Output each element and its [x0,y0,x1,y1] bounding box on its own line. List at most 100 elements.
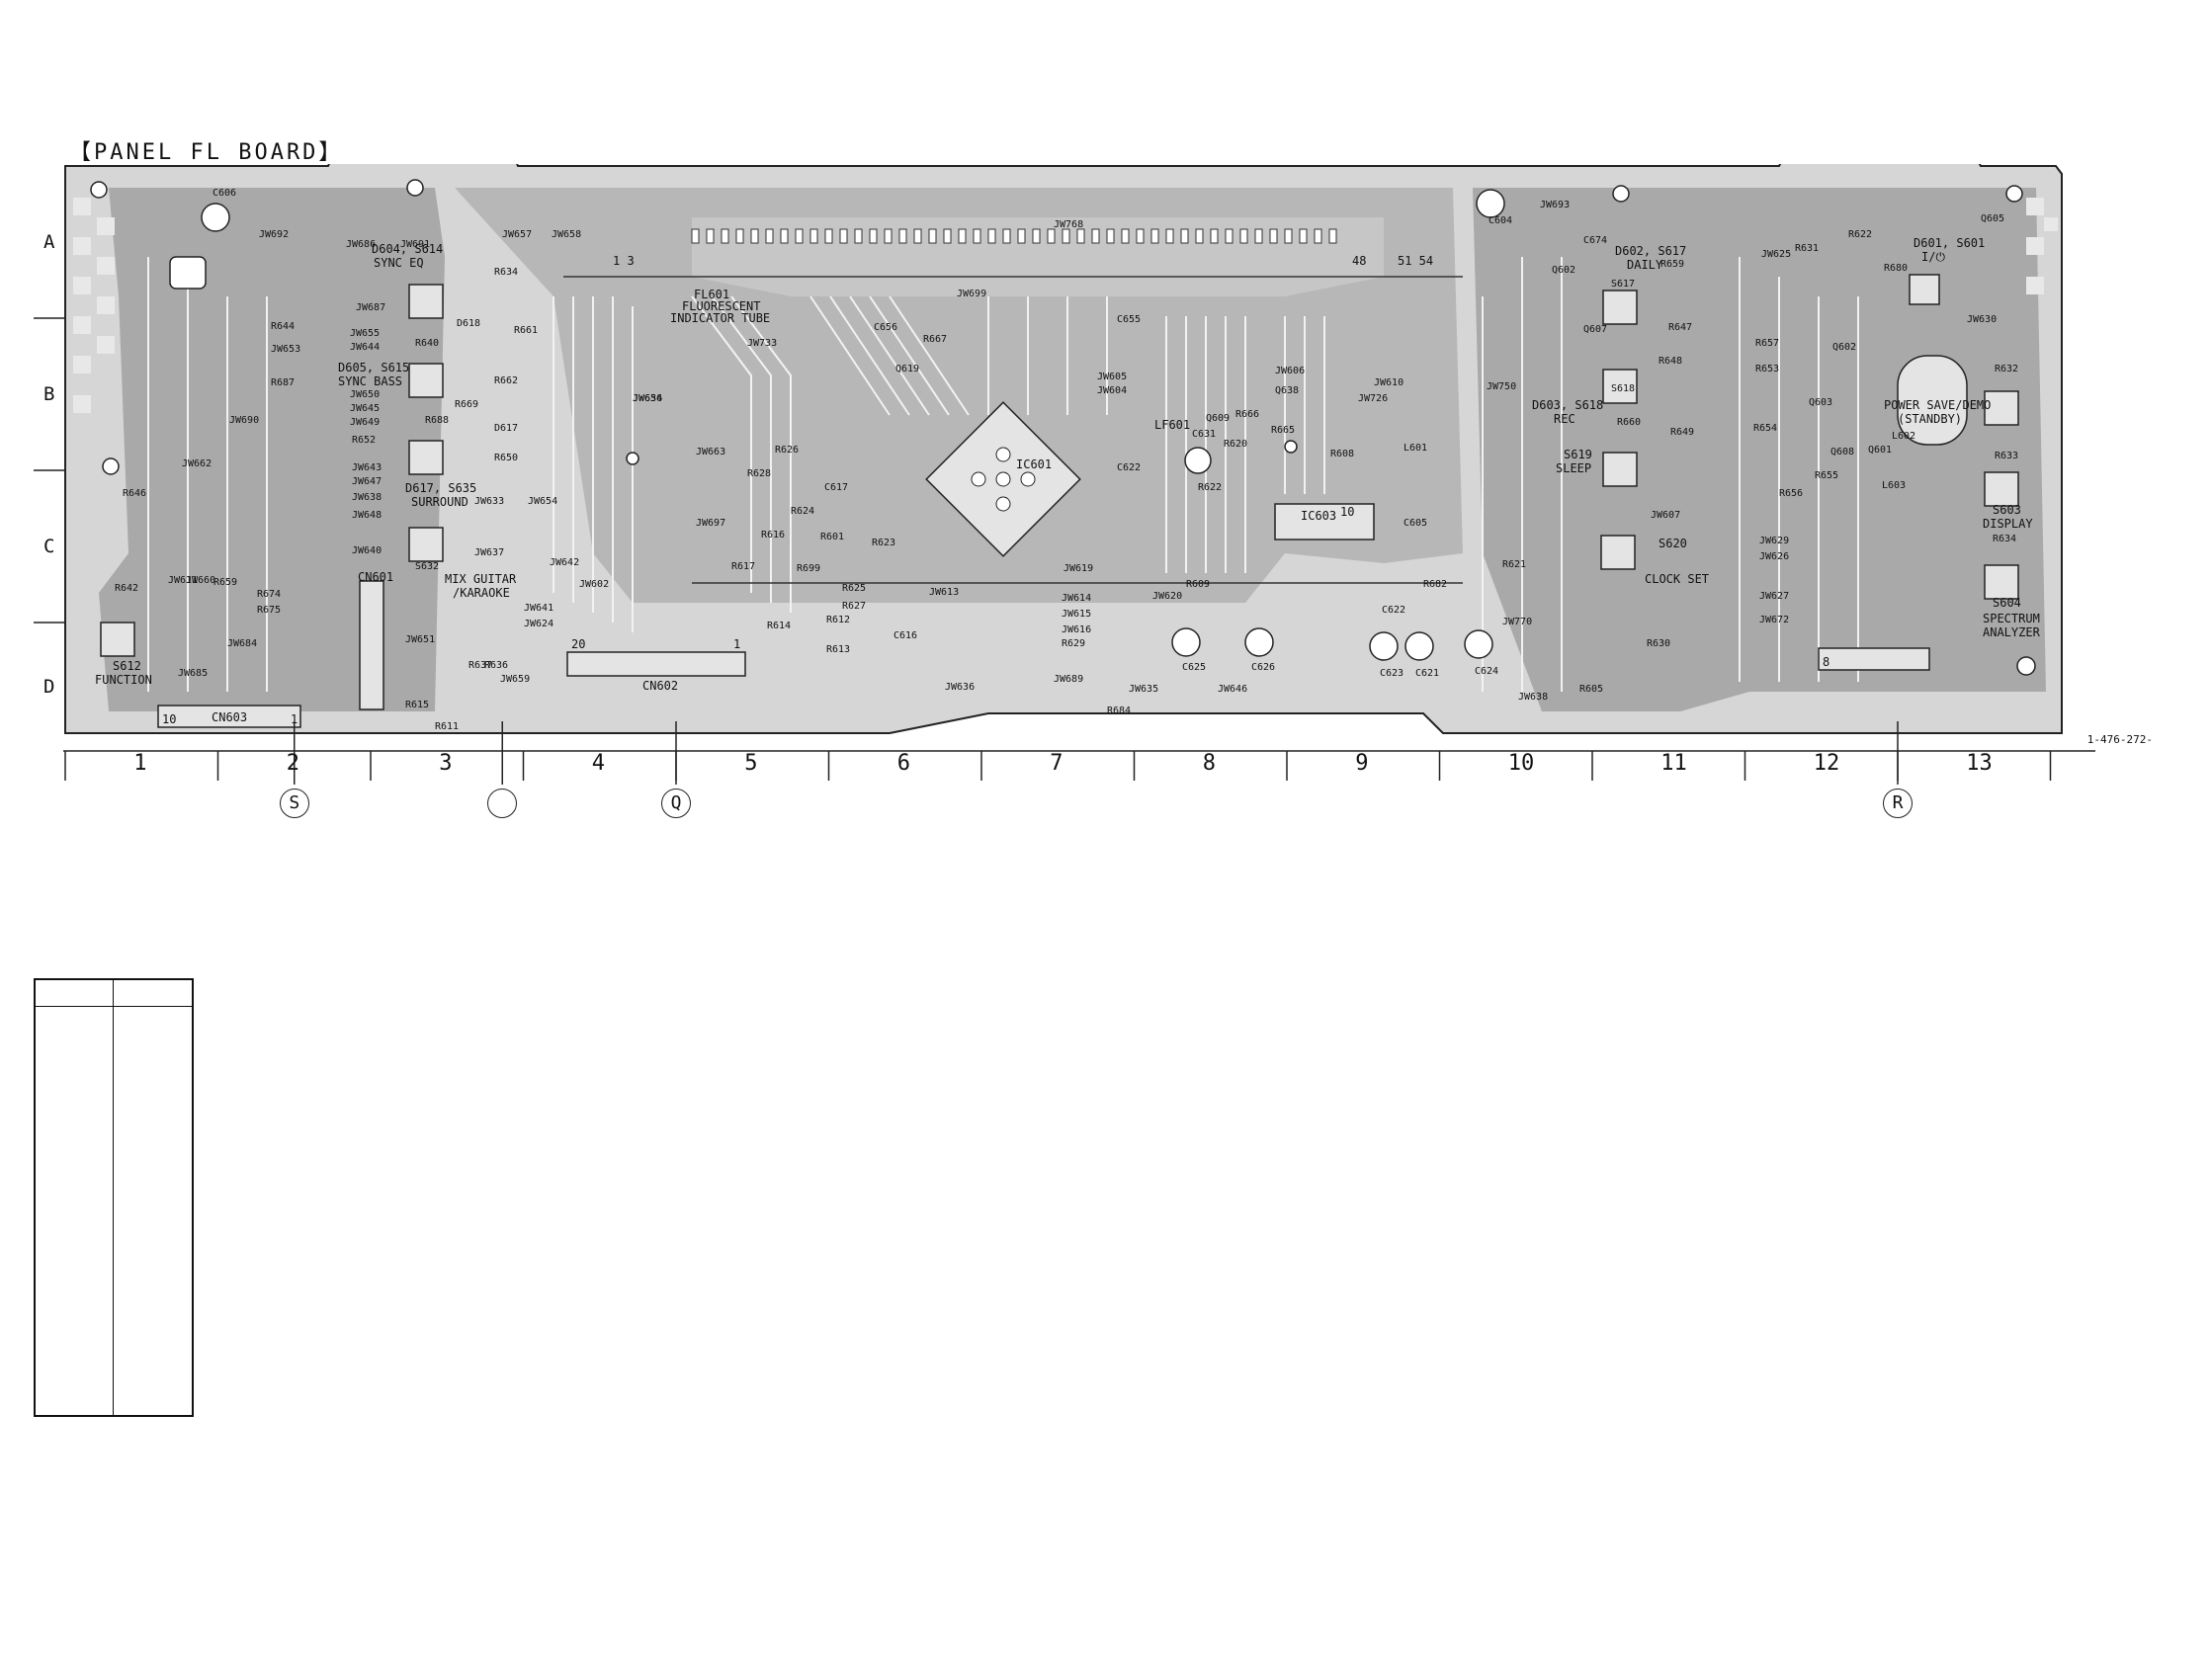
row-label-b: B [43,383,55,405]
component-ref: JW768 [1054,219,1083,230]
component-ref: R667 [923,334,947,345]
component-ref: JW634 [633,393,662,404]
component-ref: R636 [484,660,508,671]
component-ref: JW611 [168,575,198,586]
display-label: DISPLAY [1983,517,2033,531]
component-ref: Q601 [1868,445,1892,456]
component-ref: R687 [271,377,295,388]
component-ref: R666 [1235,409,1259,420]
component-ref: JW613 [929,587,959,598]
component-ref: JW726 [1358,393,1388,404]
connector-ref-circle [487,789,518,818]
component-ref: Q609 [1206,413,1230,424]
column-label: 9 [1355,751,1369,776]
edge-pads-right [2026,198,2058,294]
fl-tube-ref: FL601 [694,288,729,301]
fl-tube-pin [1225,228,1234,244]
row-label-c: C [43,536,55,557]
fl-pins-48: 48 [1352,254,1366,268]
fl-tube-pin [795,228,804,244]
component-ref: C631 [1192,429,1216,440]
connector-ref-circle: S [279,789,309,818]
cn603-pin1: 1 [291,712,298,726]
component-ref: JW629 [1759,536,1789,546]
sync-eq-ref: D604, S614 [372,242,443,256]
component-ref: JW750 [1487,381,1516,392]
cn603-ref: CN603 [212,710,247,724]
fl-tube-pin [839,228,848,244]
board-text-labels: FL601 FLUORESCENT INDICATOR TUBE IC601 I… [95,236,2041,726]
sync-eq-label: SYNC EQ [374,256,424,270]
component-ref: R622 [1198,482,1222,493]
power-button-outline [1897,355,1968,446]
component-ref: JW635 [1129,684,1158,695]
sync-bass-ref: D605, S615 [338,361,409,374]
fl-tube-pin [884,228,893,244]
power-save-label: POWER SAVE/DEMO [1884,398,1991,412]
fl-tube-pin [1076,228,1085,244]
component-ref: JW687 [356,302,385,313]
fl-tube-pin [913,228,922,244]
component-ref: JW637 [474,547,504,558]
component-ref: L602 [1892,431,1915,442]
component-ref: R627 [842,601,866,612]
component-ref: JW692 [259,229,289,240]
component-ref: Q605 [1981,213,2004,224]
column-label: 8 [1202,751,1216,776]
component-ref: JW615 [1062,609,1091,620]
component-ref: R616 [761,530,785,540]
row-label-d: D [43,676,55,698]
connector-ref-circle: R [1883,789,1913,818]
component-ref: JW624 [524,619,553,629]
fl-tube-pin [706,228,715,244]
component-ref: JW641 [524,603,553,614]
lf601-ref: LF601 [1154,418,1190,432]
power-symbol: I/⏻ [1921,250,1945,264]
component-ref: JW650 [350,389,380,400]
component-ref: R684 [1107,706,1131,716]
component-ref: JW620 [1152,591,1182,602]
component-ref: Q638 [1275,385,1299,396]
column-label: 5 [744,751,758,776]
component-ref: R642 [115,583,138,594]
column-label: 13 [1966,751,1993,776]
function-ref: S612 [113,659,141,673]
fl-tube-pin [721,228,729,244]
display-ref: S603 [1993,503,2021,517]
component-ref: JW607 [1651,510,1680,521]
component-ref: C617 [824,482,848,493]
fl-tube-pin [987,228,996,244]
component-ref: JW616 [1062,624,1091,635]
component-ref: JW648 [352,510,382,521]
component-ref: R688 [425,415,449,426]
column-label: 12 [1813,751,1840,776]
fl-tube-pin [809,228,818,244]
component-ref: R657 [1755,338,1779,349]
component-ref: JW656 [633,393,662,404]
fl-tube-pin [1314,228,1322,244]
cn-right-footprint [1818,647,1930,671]
column-label: 3 [439,751,453,776]
component-ref: JW644 [350,342,380,353]
column-label: 7 [1050,751,1063,776]
component-ref: JW651 [405,634,435,645]
table-column-divider [113,980,114,1415]
fl-tube-pin [1299,228,1308,244]
component-ref: R655 [1815,470,1838,481]
column-label: 4 [591,751,605,776]
component-ref: JW662 [182,458,212,469]
component-ref: R649 [1670,427,1694,438]
component-ref: C622 [1382,605,1405,616]
fl-tube-pin [1195,228,1204,244]
component-ref: C656 [874,322,897,333]
spectrum-ref: S604 [1993,596,2021,610]
component-ref: R634 [494,267,518,278]
component-ref: R630 [1647,638,1670,649]
component-ref: C622 [1117,462,1141,473]
component-ref: JW658 [552,229,581,240]
fl-tube-pin [973,228,981,244]
component-ref: R608 [1330,449,1354,459]
column-label: 11 [1660,751,1687,776]
